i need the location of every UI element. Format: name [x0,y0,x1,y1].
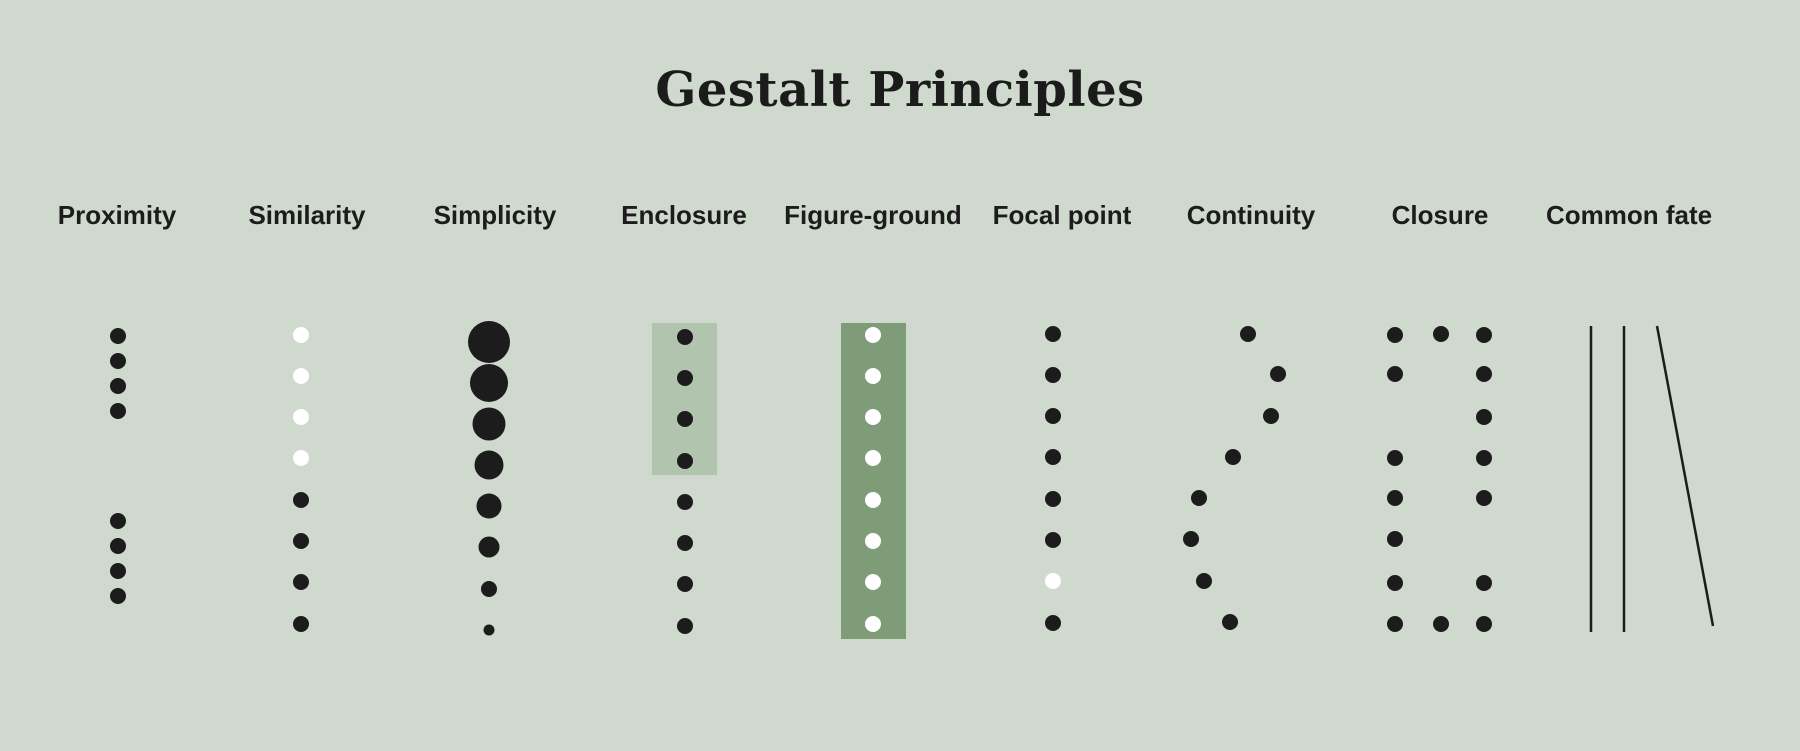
continuity-dot [1196,573,1212,589]
focal-point-dot [1045,326,1061,342]
similarity-dot-dark [293,492,309,508]
simplicity-dot [478,536,500,558]
focal-point-illustration [1045,326,1061,631]
simplicity-illustration [468,321,510,636]
closure-dot [1387,531,1403,547]
similarity-dot-dark [293,574,309,590]
focal-point-dot [1045,532,1061,548]
continuity-dot [1191,490,1207,506]
focal-point-dot [1045,491,1061,507]
continuity-dot [1263,408,1279,424]
closure-dot [1476,616,1492,632]
simplicity-dot [474,450,504,480]
label-simplicity: Simplicity [433,200,557,230]
closure-dot [1387,450,1403,466]
similarity-dot-light [293,450,309,466]
continuity-dot [1183,531,1199,547]
proximity-dot [110,538,126,554]
proximity-dot [110,403,126,419]
closure-dot [1433,616,1449,632]
similarity-dot-light [293,368,309,384]
label-continuity: Continuity [1186,200,1316,230]
closure-dot [1387,366,1403,382]
simplicity-dot [468,321,510,363]
enclosure-dot [677,370,693,386]
enclosure-dot [677,329,693,345]
label-enclosure: Enclosure [621,200,747,230]
closure-illustration [1387,326,1492,632]
label-common-fate: Common fate [1545,200,1713,230]
figure-ground-dot [865,616,881,632]
proximity-dot [110,353,126,369]
focal-point-dot [1045,615,1061,631]
closure-dot [1476,327,1492,343]
enclosure-dot [677,411,693,427]
proximity-dot [110,563,126,579]
figure-ground-dot [865,327,881,343]
similarity-dot-light [293,327,309,343]
enclosure-dot [677,453,693,469]
enclosure-illustration [652,323,717,634]
simplicity-dot [481,581,497,597]
proximity-dot [110,513,126,529]
enclosure-dot [677,494,693,510]
proximity-dot [110,378,126,394]
continuity-dot [1240,326,1256,342]
proximity-dot [110,328,126,344]
figure-ground-dot [865,450,881,466]
common-fate-line-diverging [1655,325,1715,627]
closure-dot [1387,327,1403,343]
closure-dot [1476,409,1492,425]
closure-dot [1433,326,1449,342]
similarity-dot-dark [293,616,309,632]
simplicity-dot [470,364,508,402]
label-similarity: Similarity [248,200,366,230]
focal-point-dot [1045,449,1061,465]
simplicity-dot [472,407,506,441]
figure-ground-illustration [841,323,906,639]
figure-ground-dot [865,492,881,508]
label-focal-point: Focal point [992,200,1132,230]
page-title: Gestalt Principles [655,62,1145,118]
focal-point-dot-highlight [1045,573,1061,589]
focal-point-dot [1045,408,1061,424]
continuity-dot [1225,449,1241,465]
label-proximity: Proximity [57,200,177,230]
continuity-illustration [1183,326,1286,630]
figure-ground-dot [865,574,881,590]
simplicity-dot [476,493,502,519]
closure-dot [1476,575,1492,591]
common-fate-illustration [1589,325,1715,632]
figure-ground-dot [865,409,881,425]
figure-ground-dot [865,533,881,549]
closure-dot [1387,575,1403,591]
closure-dot [1387,490,1403,506]
closure-dot [1387,616,1403,632]
proximity-dot [110,588,126,604]
similarity-dot-light [293,409,309,425]
similarity-illustration [293,327,309,632]
enclosure-dot [677,576,693,592]
figure-ground-dot [865,368,881,384]
similarity-dot-dark [293,533,309,549]
focal-point-dot [1045,367,1061,383]
simplicity-dot [483,624,495,636]
enclosure-dot [677,535,693,551]
enclosure-dot [677,618,693,634]
closure-dot [1476,366,1492,382]
closure-dot [1476,450,1492,466]
continuity-dot [1222,614,1238,630]
label-closure: Closure [1391,200,1489,230]
enclosure-box [652,323,717,475]
continuity-dot [1270,366,1286,382]
label-figure-ground: Figure-ground [784,200,962,230]
proximity-illustration [110,328,126,604]
closure-dot [1476,490,1492,506]
